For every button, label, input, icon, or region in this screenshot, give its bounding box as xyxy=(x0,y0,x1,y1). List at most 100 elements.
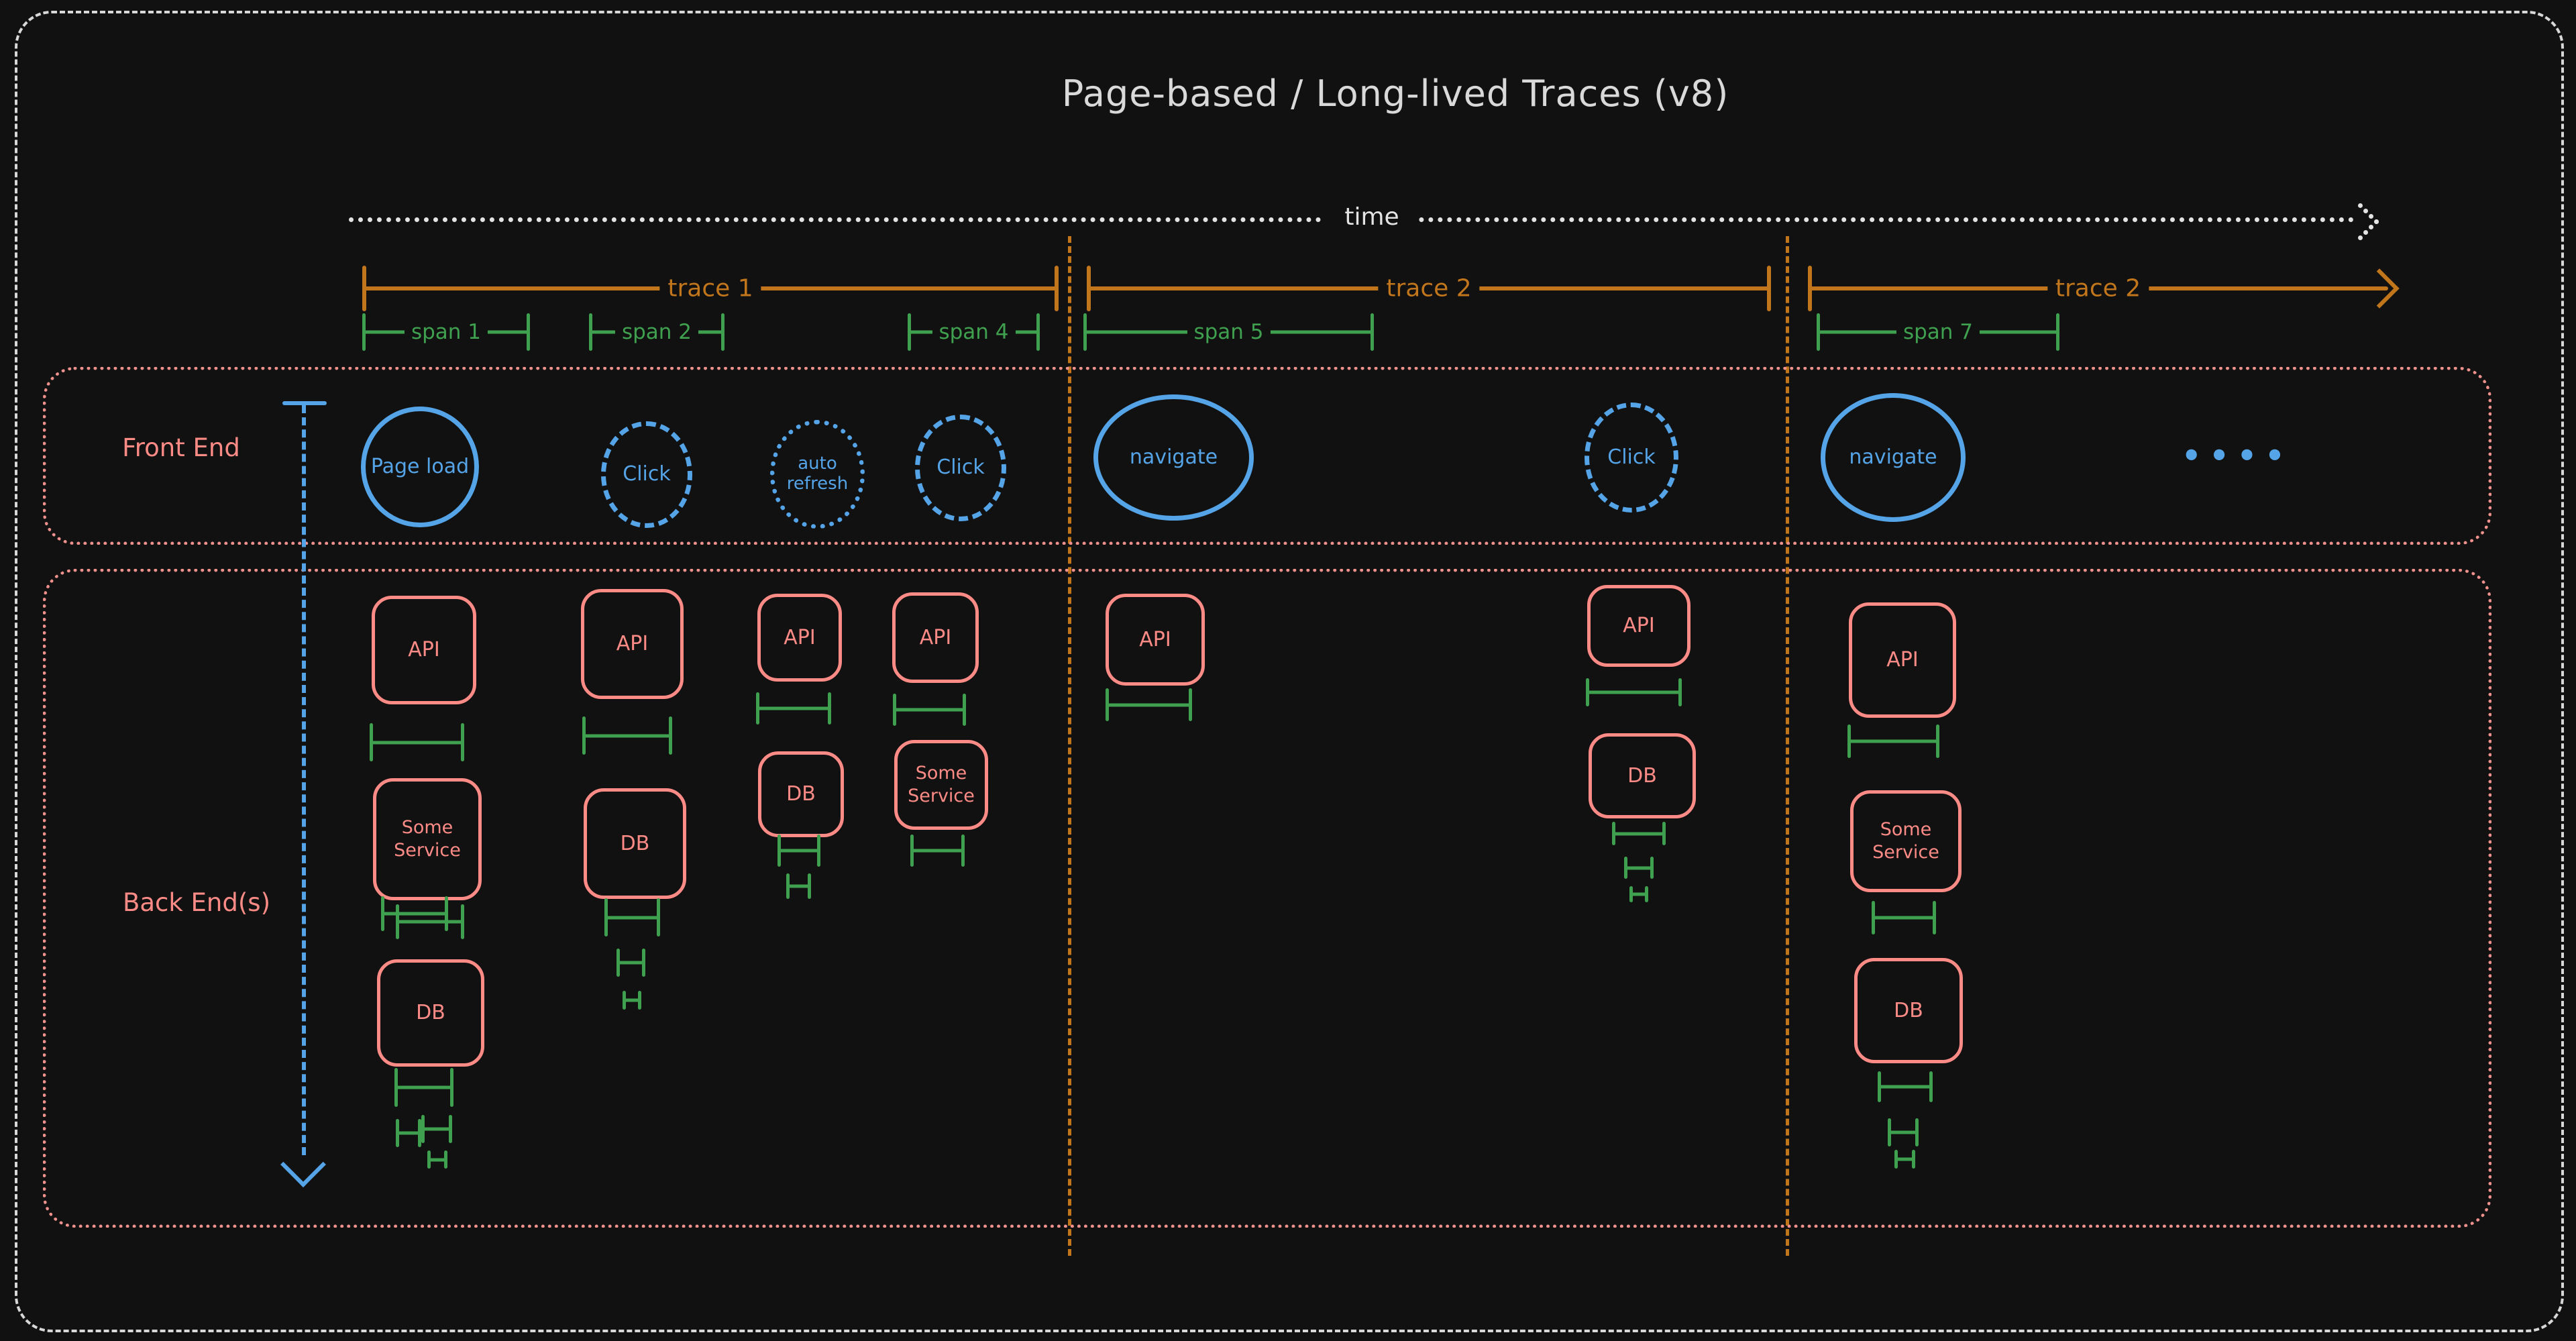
duration-bracket xyxy=(616,949,645,977)
bracket-tick xyxy=(963,694,966,726)
trace-separator-line xyxy=(1786,236,1789,1256)
bracket-tick xyxy=(2056,313,2059,351)
trace-bracket-1: trace 1 xyxy=(362,266,1059,311)
bracket-tick xyxy=(1888,1118,1891,1146)
bracket-tick xyxy=(1678,678,1682,706)
bracket-tick xyxy=(444,1150,447,1169)
bracket-tick xyxy=(642,949,645,977)
trace-separator-line xyxy=(1068,236,1071,1256)
bracket-tick xyxy=(1650,857,1654,879)
bracket-tick xyxy=(396,904,399,939)
db-box: DB xyxy=(1854,958,1963,1063)
some-service-box: Some Service xyxy=(894,740,988,830)
bracket-tick xyxy=(1371,313,1374,351)
bracket-tick xyxy=(1936,725,1939,758)
duration-bracket xyxy=(427,1150,447,1169)
api-box: API xyxy=(581,589,684,699)
event-navigate: navigate xyxy=(1093,394,1254,521)
bracket-tick xyxy=(527,313,530,351)
bracket-tick xyxy=(1624,857,1627,879)
bracket-tick xyxy=(1036,313,1040,351)
bracket-tick xyxy=(604,898,608,936)
bracket-tick xyxy=(756,692,759,725)
span-label: span 4 xyxy=(932,320,1016,344)
bracket-tick xyxy=(817,835,820,867)
bracket-tick xyxy=(1055,266,1059,311)
bracket-tick xyxy=(786,873,790,899)
api-box: API xyxy=(1587,585,1690,667)
span-bracket-2: span 2 xyxy=(589,313,724,351)
progress-arrow-cap xyxy=(282,401,327,405)
db-box: DB xyxy=(377,959,484,1067)
span-bracket-5: span 5 xyxy=(1083,313,1374,351)
bracket-tick xyxy=(908,313,911,351)
duration-bracket xyxy=(396,904,464,939)
duration-bracket xyxy=(1586,678,1682,706)
bracket-tick xyxy=(669,716,672,755)
bracket-tick xyxy=(1894,1150,1898,1169)
progress-arrow-line xyxy=(302,405,306,1155)
bracket-tick xyxy=(396,1119,399,1147)
api-box: API xyxy=(1849,602,1956,718)
bracket-tick xyxy=(1662,822,1666,845)
bracket-tick xyxy=(1878,1071,1881,1102)
duration-bracket xyxy=(786,873,811,899)
event-click: Click xyxy=(915,415,1006,521)
time-axis-label: time xyxy=(1325,203,1419,231)
span-label: span 5 xyxy=(1187,320,1271,344)
api-box: API xyxy=(1106,594,1205,686)
duration-bracket xyxy=(893,694,966,726)
front-end-label: Front End xyxy=(122,433,240,462)
bracket-tick xyxy=(450,1068,453,1107)
bracket-tick xyxy=(1808,266,1812,311)
bracket-tick xyxy=(1645,886,1648,902)
db-box: DB xyxy=(584,788,686,899)
duration-bracket xyxy=(1847,725,1939,758)
bracket-tick xyxy=(1933,901,1936,934)
bracket-tick xyxy=(449,1115,452,1143)
canvas-border xyxy=(15,11,2564,1332)
bracket-tick xyxy=(1817,313,1820,351)
duration-bracket xyxy=(582,716,672,755)
db-box: DB xyxy=(758,751,844,837)
bracket-tick xyxy=(1087,266,1091,311)
bracket-tick xyxy=(418,1119,421,1147)
event-click: Click xyxy=(601,421,692,528)
duration-bracket xyxy=(396,1119,421,1147)
span-bracket-4: span 4 xyxy=(908,313,1040,351)
bracket-tick xyxy=(461,904,464,939)
trace-label: trace 2 xyxy=(1378,274,1480,303)
bracket-tick xyxy=(961,835,965,867)
bracket-tick xyxy=(1106,688,1109,721)
bracket-tick xyxy=(421,1115,425,1143)
span-label: span 1 xyxy=(404,320,488,344)
duration-bracket xyxy=(421,1115,452,1143)
event-page-load: Page load xyxy=(361,407,479,527)
bracket-tick xyxy=(1847,725,1851,758)
duration-bracket xyxy=(777,835,820,867)
bracket-tick xyxy=(589,313,592,351)
bracket-tick xyxy=(893,694,896,726)
trace-bracket-3: trace 2 xyxy=(1808,266,2400,311)
back-end-lane xyxy=(43,569,2491,1228)
duration-bracket xyxy=(1894,1150,1915,1169)
span-label: span 7 xyxy=(1896,320,1980,344)
span-bracket-1: span 1 xyxy=(362,313,530,351)
api-box: API xyxy=(892,592,979,683)
bracket-tick xyxy=(1612,822,1615,845)
front-end-lane xyxy=(43,367,2491,545)
some-service-box: Some Service xyxy=(373,778,482,900)
bracket-tick xyxy=(777,835,781,867)
event-auto-refresh: auto refresh xyxy=(770,420,865,529)
bracket-tick xyxy=(808,873,811,899)
db-box: DB xyxy=(1589,733,1696,818)
bracket-tick xyxy=(381,896,384,931)
bracket-tick xyxy=(461,723,464,761)
bracket-tick xyxy=(721,313,724,351)
duration-bracket xyxy=(604,898,660,936)
duration-bracket xyxy=(1629,886,1648,902)
duration-bracket xyxy=(623,991,641,1010)
trace-bracket-2: trace 2 xyxy=(1087,266,1771,311)
duration-bracket xyxy=(1888,1118,1919,1146)
